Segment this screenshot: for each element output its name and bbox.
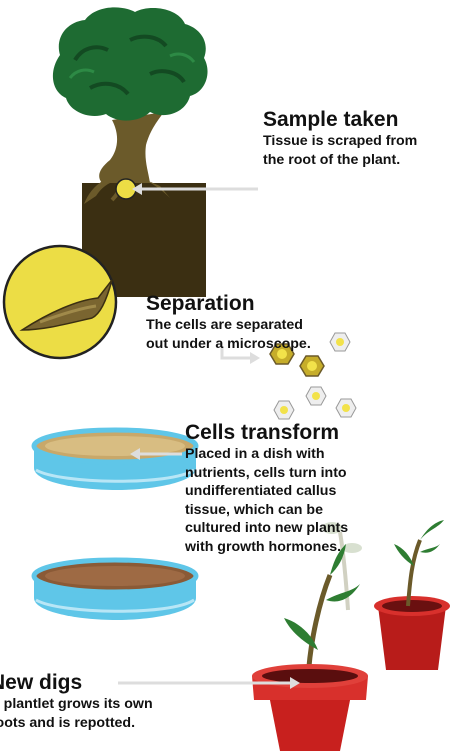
step-line: Tissue is scraped from <box>263 132 417 151</box>
step-separation: Separation The cells are separated out u… <box>146 292 311 353</box>
step-line: the root of the plant. <box>263 151 417 170</box>
step-title: Separation <box>146 292 311 316</box>
step-line: undifferentiated callus <box>185 482 348 501</box>
step-line: A plantlet grows its own <box>0 695 153 714</box>
step-title: New digs <box>0 671 153 695</box>
tree-trunk <box>99 112 164 183</box>
front-pot <box>252 544 368 751</box>
step-title: Cells transform <box>185 421 348 445</box>
back-pot <box>374 520 450 670</box>
step-line: The cells are separated <box>146 316 311 335</box>
step-line: out under a microscope. <box>146 335 311 354</box>
step-line: with growth hormones. <box>185 538 348 557</box>
step-title: Sample taken <box>263 108 417 132</box>
step-line: tissue, which can be <box>185 501 348 520</box>
step-line: cultured into new plants <box>185 519 348 538</box>
step-line: nutrients, cells turn into <box>185 464 348 483</box>
step-line: Placed in a dish with <box>185 445 348 464</box>
step-new-digs: New digs A plantlet grows its own roots … <box>0 671 153 732</box>
step-line: roots and is repotted. <box>0 714 153 733</box>
petri-dish-2 <box>34 560 196 620</box>
petri-dish-1 <box>34 430 196 490</box>
tree-foliage <box>53 7 208 120</box>
step-sample-taken: Sample taken Tissue is scraped from the … <box>263 108 417 169</box>
step-cells-transform: Cells transform Placed in a dish with nu… <box>185 421 348 556</box>
